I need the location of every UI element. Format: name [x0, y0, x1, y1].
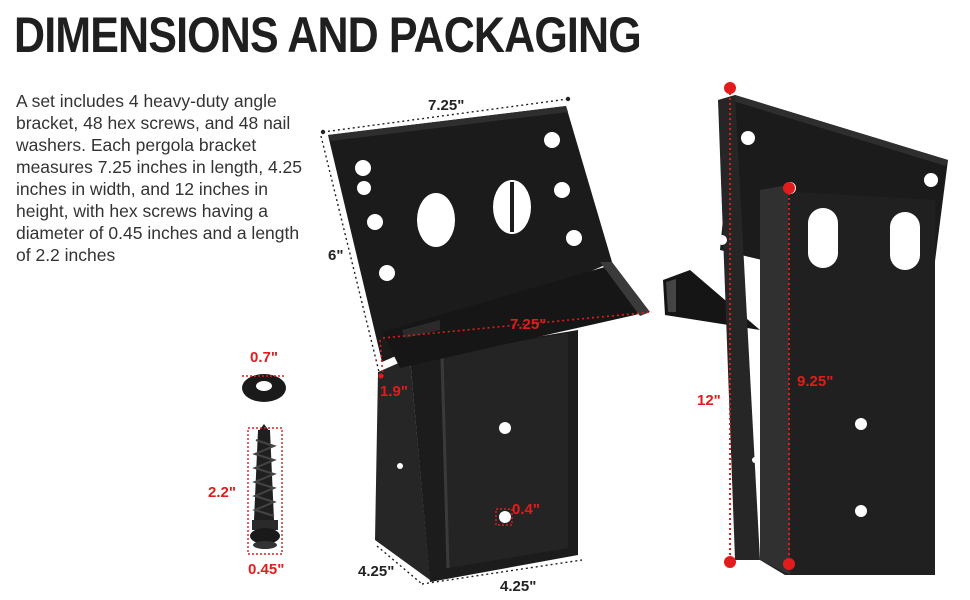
- washer: [242, 374, 286, 402]
- total-height-label: 12": [697, 392, 721, 409]
- bracket-front-view: [328, 106, 650, 582]
- product-description: A set includes 4 heavy-duty angle bracke…: [16, 91, 303, 265]
- lip-width-label: 7.25": [510, 316, 546, 333]
- lip-depth-label: 1.9": [380, 383, 408, 400]
- dimension-lines-side: [724, 82, 795, 570]
- screw-diameter-label: 0.45": [248, 561, 284, 578]
- washer-diameter-label: 0.7": [250, 349, 278, 366]
- hole-diameter-label: 0.4": [512, 501, 540, 518]
- dimension-lines-front: [320, 96, 653, 585]
- post-height-label: 9.25": [797, 373, 833, 390]
- top-width-label: 7.25": [428, 97, 464, 114]
- base-width-label: 4.25": [500, 578, 536, 595]
- side-height-label: 6": [328, 247, 343, 264]
- hex-screw: [247, 424, 283, 555]
- bracket-side-view: [663, 95, 948, 575]
- page-title: DIMENSIONS AND PACKAGING: [14, 7, 642, 63]
- base-depth-label: 4.25": [358, 563, 394, 580]
- screw-length-label: 2.2": [208, 484, 236, 501]
